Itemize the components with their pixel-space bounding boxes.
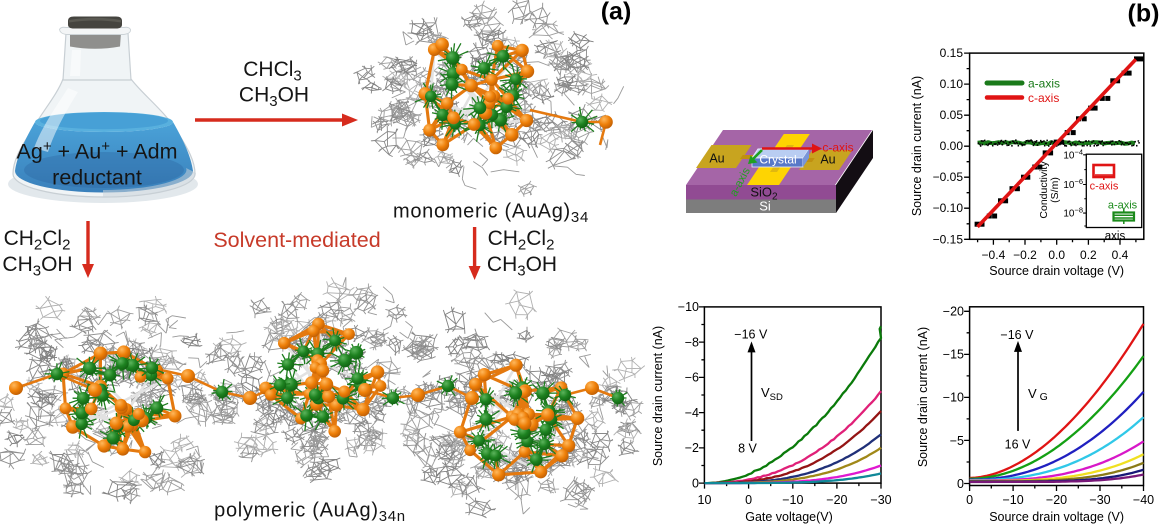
- svg-text:0: 0: [966, 493, 973, 507]
- svg-text:−20: −20: [1046, 493, 1067, 507]
- svg-text:Au: Au: [820, 153, 835, 167]
- svg-text:CH2Cl2: CH2Cl2: [4, 227, 71, 254]
- svg-text:a-axis: a-axis: [1028, 77, 1060, 91]
- svg-text:0.0: 0.0: [1048, 248, 1065, 262]
- svg-text:0.2: 0.2: [1080, 248, 1097, 262]
- svg-text:0.00: 0.00: [940, 139, 964, 153]
- svg-text:−8: −8: [685, 335, 699, 349]
- svg-text:Gate voltage(V): Gate voltage(V): [745, 510, 833, 524]
- svg-text:Si: Si: [759, 199, 771, 214]
- svg-text:reductant: reductant: [52, 166, 142, 190]
- svg-text:Ag+ + Au+ + Adm: Ag+ + Au+ + Adm: [17, 138, 178, 164]
- svg-text:Source drain current (nA): Source drain current (nA): [916, 327, 930, 467]
- svg-text:16 V: 16 V: [1005, 438, 1031, 452]
- svg-text:−30: −30: [1089, 493, 1110, 507]
- svg-text:c-axis: c-axis: [822, 141, 853, 155]
- svg-text:−30: −30: [870, 493, 891, 507]
- svg-text:0: 0: [692, 476, 699, 490]
- svg-text:−10: −10: [1002, 493, 1023, 507]
- svg-text:−20: −20: [826, 493, 847, 507]
- svg-text:Crystal: Crystal: [759, 153, 796, 167]
- svg-text:SiO2: SiO2: [750, 185, 778, 203]
- svg-text:0.4: 0.4: [1112, 248, 1129, 262]
- svg-text:−15: −15: [943, 348, 964, 362]
- svg-text:0.05: 0.05: [940, 108, 964, 122]
- svg-text:10: 10: [698, 493, 712, 507]
- svg-text:−6: −6: [685, 371, 699, 385]
- svg-text:−16 V: −16 V: [1000, 328, 1034, 342]
- svg-text:c-axis: c-axis: [1028, 91, 1059, 105]
- svg-text:Source drain current (nA): Source drain current (nA): [910, 76, 924, 216]
- svg-text:CH3OH: CH3OH: [239, 84, 309, 111]
- svg-text:−4: −4: [685, 406, 699, 420]
- svg-text:polymeric (AuAg)34n: polymeric (AuAg)34n: [214, 500, 406, 526]
- svg-text:−20: −20: [943, 305, 964, 319]
- svg-text:Source drain voltage (V): Source drain voltage (V): [989, 510, 1124, 524]
- svg-text:0.15: 0.15: [940, 46, 964, 60]
- svg-text:−0.15: −0.15: [933, 232, 964, 246]
- svg-text:CH3OH: CH3OH: [2, 253, 72, 280]
- svg-text:Source drain current (nA): Source drain current (nA): [651, 326, 665, 466]
- svg-text:Au: Au: [709, 152, 724, 166]
- svg-text:−2: −2: [685, 441, 699, 455]
- svg-text:−0.10: −0.10: [933, 201, 964, 215]
- svg-text:monomeric (AuAg)34: monomeric (AuAg)34: [393, 201, 589, 227]
- svg-text:axis: axis: [1105, 231, 1126, 243]
- svg-text:(a): (a): [601, 0, 632, 26]
- svg-text:−10: −10: [678, 300, 699, 314]
- svg-text:−5: −5: [950, 434, 964, 448]
- svg-text:a-axis: a-axis: [1108, 200, 1138, 212]
- svg-text:Conductivity: Conductivity: [1038, 161, 1050, 219]
- svg-text:8 V: 8 V: [738, 442, 757, 456]
- svg-text:Solvent-mediated: Solvent-mediated: [213, 228, 380, 252]
- svg-text:(S/m): (S/m): [1049, 177, 1061, 203]
- svg-text:Source drain voltage (V): Source drain voltage (V): [989, 264, 1124, 278]
- svg-text:0.10: 0.10: [940, 77, 964, 91]
- svg-text:−10: −10: [782, 493, 803, 507]
- svg-text:−40: −40: [1133, 493, 1154, 507]
- svg-text:(b): (b): [1128, 0, 1160, 28]
- svg-text:−10: −10: [943, 391, 964, 405]
- svg-text:−0.4: −0.4: [982, 248, 1006, 262]
- svg-text:−0.2: −0.2: [1013, 248, 1037, 262]
- svg-text:0: 0: [745, 493, 752, 507]
- svg-text:0: 0: [957, 477, 964, 491]
- svg-text:V G: V G: [1028, 386, 1048, 403]
- svg-text:c-axis: c-axis: [1090, 181, 1119, 193]
- svg-text:−16 V: −16 V: [734, 328, 768, 342]
- svg-text:−0.05: −0.05: [933, 170, 964, 184]
- svg-text:CHCl3: CHCl3: [243, 58, 302, 85]
